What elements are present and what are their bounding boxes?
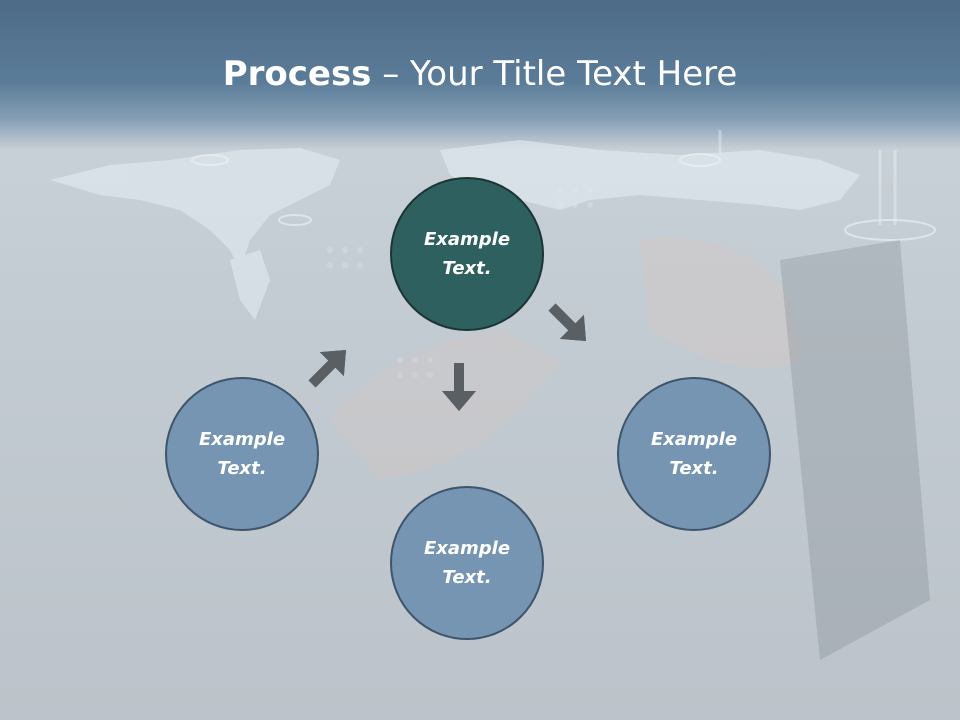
slide-title: Process – Your Title Text Here	[0, 52, 960, 96]
process-node-top[interactable]: Example Text.	[390, 177, 544, 331]
title-rest-part: – Your Title Text Here	[371, 54, 738, 94]
header-band	[0, 0, 960, 150]
process-node-left-label: Example Text.	[198, 429, 286, 479]
process-node-right-label: Example Text.	[650, 429, 738, 479]
title-bold-part: Process	[222, 54, 372, 94]
process-node-right[interactable]: Example Text.	[617, 377, 771, 531]
process-node-left[interactable]: Example Text.	[165, 377, 319, 531]
process-node-top-label: Example Text.	[423, 229, 511, 279]
process-node-bottom[interactable]: Example Text.	[390, 486, 544, 640]
process-node-bottom-label: Example Text.	[423, 538, 511, 588]
